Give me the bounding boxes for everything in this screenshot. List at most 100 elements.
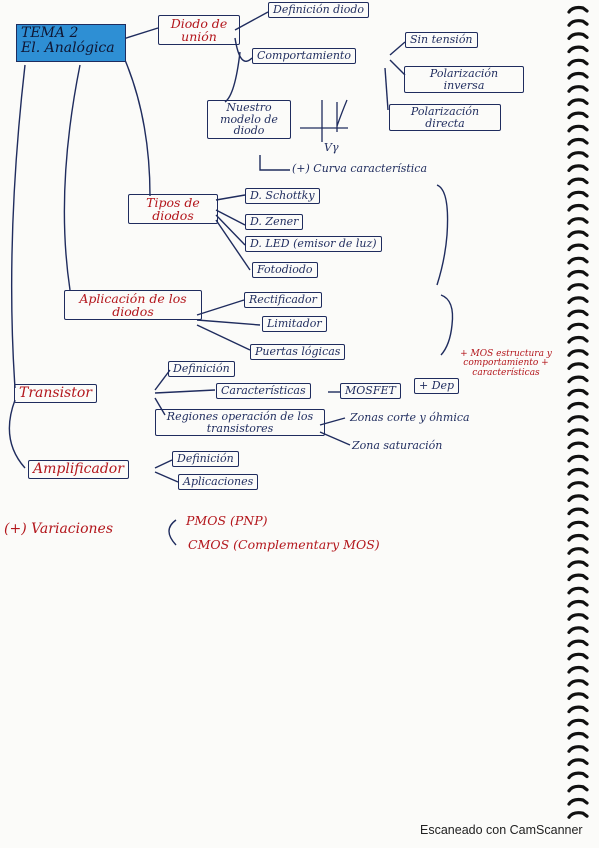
transistor-definicion: Definición (168, 361, 235, 377)
spiral-ring (567, 758, 589, 766)
spiral-ring (567, 454, 589, 463)
spiral-ring (567, 375, 589, 384)
title-line2: El. Analógica (21, 39, 115, 56)
spiral-ring (567, 190, 589, 199)
tipos-diodos-node: Tipos de diodos (128, 194, 218, 225)
spiral-ring (567, 811, 589, 819)
spiral-ring (567, 98, 589, 106)
spiral-ring (567, 415, 589, 423)
spiral-ring (567, 85, 589, 93)
spiral-ring (567, 309, 589, 318)
spiral-ring (567, 71, 589, 80)
spiral-ring (567, 19, 589, 27)
spiral-ring (567, 586, 589, 595)
spiral-ring (567, 111, 589, 120)
spiral-ring (567, 256, 589, 265)
amplificador-aplicaciones: Aplicaciones (178, 474, 259, 490)
spiral-ring (567, 124, 589, 133)
tipo-fotodiodo: Fotodiodo (252, 262, 318, 278)
zona-corte-text: Zonas corte y óhmica (350, 411, 470, 424)
spiral-ring (567, 784, 589, 793)
transistor-dep: + Dep (414, 378, 460, 394)
spiral-ring (567, 388, 589, 397)
diodo-union-node: Diodo de unión (158, 15, 240, 46)
diode-curve-sketch (300, 99, 348, 142)
title-line1: TEMA 2 (21, 25, 79, 41)
mos-note: + MOS estructura y comportamiento + cara… (460, 349, 552, 378)
tipo-led: D. LED (emisor de luz) (245, 236, 382, 252)
spiral-ring (567, 45, 589, 54)
pmos-text: PMOS (PNP) (186, 513, 268, 528)
polarizacion-directa-node: Polarización directa (389, 104, 501, 132)
spiral-ring (567, 679, 589, 687)
spiral-ring (567, 599, 589, 608)
spiral-ring (567, 137, 589, 146)
spiral-ring (567, 573, 589, 582)
transistor-caracteristicas: Características (216, 383, 311, 399)
comportamiento-node: Comportamiento (252, 48, 356, 64)
aplicacion-rectificador: Rectificador (244, 292, 322, 308)
regiones-node: Regiones operación de los transistores (155, 409, 325, 437)
aplicacion-puertas: Puertas lógicas (250, 344, 346, 360)
sin-tension-node: Sin tensión (405, 32, 478, 48)
spiral-ring (567, 652, 589, 661)
spiral-ring (567, 362, 589, 370)
spiral-ring (567, 731, 589, 740)
spiral-ring (567, 151, 589, 159)
amplificador-node: Amplificador (28, 460, 129, 479)
spiral-ring (567, 349, 589, 357)
spiral-ring (567, 269, 589, 278)
variaciones-text: (+) Variaciones (4, 521, 114, 537)
transistor-node: Transistor (14, 384, 97, 403)
spiral-ring (567, 164, 589, 172)
spiral-ring (567, 533, 589, 542)
title-box: TEMA 2 El. Analógica (16, 24, 126, 62)
spiral-ring (567, 441, 589, 450)
curva-caracteristica-text: (+) Curva característica (292, 162, 428, 175)
zona-saturacion-text: Zona saturación (352, 439, 443, 452)
spiral-ring (567, 692, 589, 700)
spiral-ring (567, 481, 589, 489)
spiral-ring (567, 520, 589, 529)
polarizacion-inversa-node: Polarización inversa (404, 66, 524, 94)
spiral-ring (567, 547, 589, 555)
spiral-ring (567, 428, 589, 436)
scanner-footer: Escaneado con CamScanner (420, 823, 583, 837)
spiral-ring (567, 613, 589, 621)
spiral-ring (567, 494, 589, 502)
spiral-ring (567, 230, 589, 238)
tipo-schottky: D. Schottky (245, 188, 320, 204)
spiral-ring (567, 639, 589, 648)
transistor-mosfet: MOSFET (340, 383, 401, 399)
spiral-ring (567, 507, 589, 516)
curve-axis-label: Vγ (324, 141, 339, 154)
spiral-ring (567, 335, 589, 344)
spiral-ring (567, 58, 589, 67)
aplicacion-limitador: Limitador (262, 316, 327, 332)
spiral-ring (567, 322, 589, 331)
amplificador-definicion: Definición (172, 451, 239, 467)
spiral-ring (567, 243, 589, 252)
aplicacion-diodos-node: Aplicación de los diodos (64, 290, 202, 321)
spiral-ring (567, 32, 589, 40)
spiral-ring (567, 718, 589, 727)
spiral-binding (567, 5, 589, 819)
spiral-ring (567, 705, 589, 714)
spiral-ring (567, 626, 589, 634)
spiral-ring (567, 560, 589, 568)
spiral-ring (567, 203, 589, 212)
spiral-ring (567, 665, 589, 674)
nuestro-modelo-node: Nuestro modelo de diodo (207, 100, 291, 139)
spiral-ring (567, 771, 589, 780)
spiral-ring (567, 797, 589, 806)
cmos-text: CMOS (Complementary MOS) (188, 537, 380, 552)
spiral-ring (567, 177, 589, 186)
definicion-diodo-node: Definición diodo (268, 2, 369, 18)
spiral-ring (567, 296, 589, 304)
spiral-ring (567, 401, 589, 410)
spiral-ring (567, 283, 589, 291)
spiral-ring (567, 5, 589, 14)
spiral-ring (567, 217, 589, 225)
